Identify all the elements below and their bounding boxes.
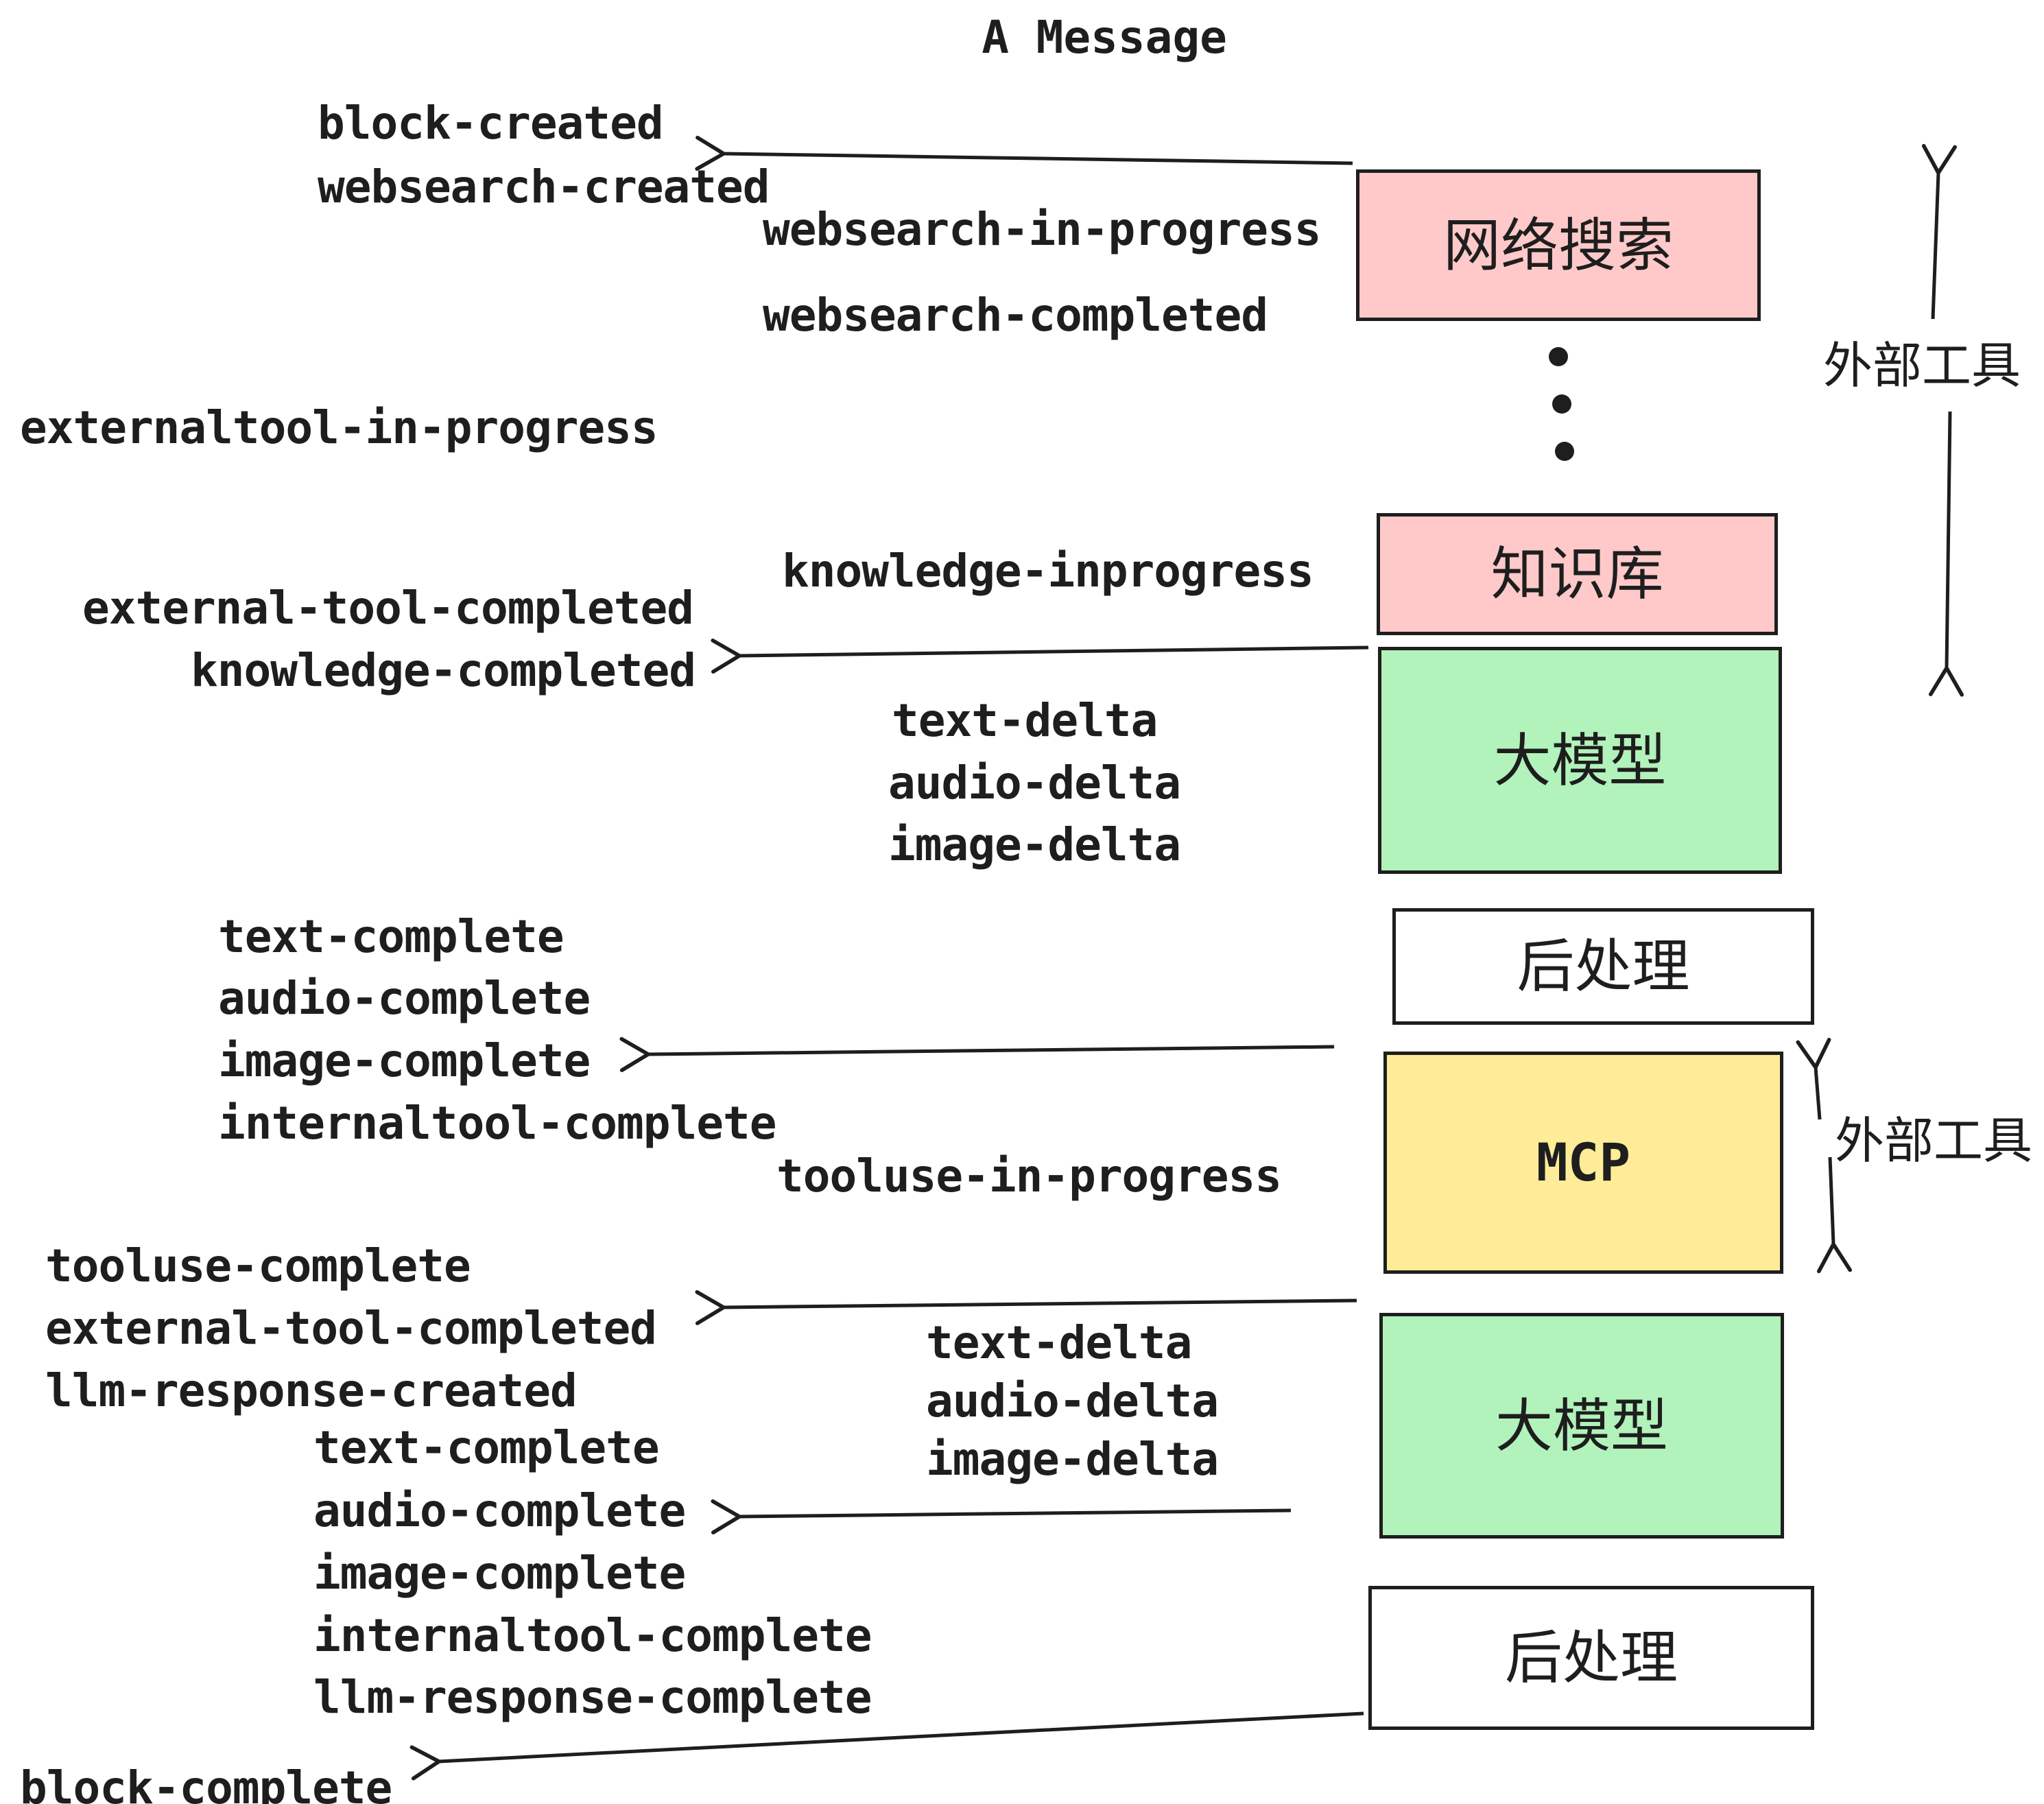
event-internaltool-complete: internaltool-complete — [218, 1097, 776, 1150]
box-llm-1: 大模型 — [1378, 647, 1782, 874]
event-image-delta: image-delta — [888, 818, 1181, 871]
event-audio-complete: audio-complete — [218, 972, 591, 1025]
external-tools-label-top: 外部工具 — [1823, 337, 2021, 394]
event-audio-delta: audio-delta — [888, 757, 1181, 809]
event-block-created: block-created — [318, 97, 664, 150]
box-knowledge-label: 知识库 — [1490, 541, 1664, 608]
box-llm-2-label: 大模型 — [1495, 1392, 1668, 1460]
event-llm-response-created: llm-response-created — [45, 1364, 578, 1417]
event-text-complete-2: text-complete — [313, 1421, 660, 1474]
box-postprocess-2: 后处理 — [1368, 1586, 1814, 1730]
box-mcp-label: MCP — [1536, 1132, 1631, 1193]
box-websearch-label: 网络搜索 — [1442, 211, 1674, 279]
event-knowledge-inprogress: knowledge-inprogress — [782, 545, 1314, 597]
box-knowledge: 知识库 — [1377, 513, 1778, 635]
event-websearch-in-progress: websearch-in-progress — [763, 203, 1321, 256]
event-external-tool-completed-2: external-tool-completed — [45, 1302, 657, 1355]
box-postprocess-2-label: 后处理 — [1504, 1624, 1678, 1692]
event-text-delta: text-delta — [892, 694, 1158, 747]
ellipsis-dots — [1549, 347, 1574, 461]
event-websearch-created: websearch-created — [318, 161, 770, 213]
event-websearch-completed: websearch-completed — [763, 289, 1268, 342]
mcp-external-up-arrow — [1796, 1038, 1831, 1120]
event-audio-complete-2: audio-complete — [313, 1484, 686, 1537]
event-externaltool-in-progress: externaltool-in-progress — [20, 401, 658, 454]
event-text-complete: text-complete — [218, 910, 565, 963]
diagram-title: A Message — [982, 11, 1227, 64]
external-tools-label-mcp: 外部工具 — [1835, 1112, 2033, 1170]
event-text-delta-2: text-delta — [926, 1316, 1192, 1369]
event-llm-response-complete: llm-response-complete — [313, 1671, 872, 1724]
event-block-complete: block-complete — [20, 1761, 392, 1804]
arrow-to-image-complete — [619, 1036, 1335, 1072]
arrow-to-knowledge-completed — [711, 638, 1369, 674]
event-image-delta-2: image-delta — [926, 1433, 1219, 1486]
event-audio-delta-2: audio-delta — [926, 1375, 1219, 1427]
mcp-external-down-arrow — [1816, 1156, 1853, 1274]
external-tools-up-arrow — [1921, 143, 1957, 320]
box-llm-2: 大模型 — [1379, 1313, 1784, 1539]
arrow-to-tooluse-complete — [695, 1290, 1357, 1325]
event-external-tool-completed: external-tool-completed — [82, 582, 694, 634]
box-postprocess-1: 后处理 — [1392, 908, 1814, 1025]
event-image-complete-2: image-complete — [313, 1547, 686, 1600]
box-postprocess-1-label: 后处理 — [1517, 933, 1690, 1000]
event-knowledge-completed: knowledge-completed — [191, 644, 696, 697]
event-tooluse-in-progress: tooluse-in-progress — [776, 1150, 1282, 1202]
event-image-complete: image-complete — [218, 1034, 591, 1087]
arrow-to-audio-complete — [711, 1499, 1292, 1534]
event-tooluse-complete: tooluse-complete — [45, 1239, 471, 1292]
external-tools-down-arrow — [1928, 411, 1964, 697]
arrow-to-websearch-created — [695, 135, 1353, 171]
box-mcp: MCP — [1383, 1052, 1783, 1274]
event-internaltool-complete-2: internaltool-complete — [313, 1609, 872, 1662]
box-websearch: 网络搜索 — [1356, 169, 1761, 321]
box-llm-1-label: 大模型 — [1493, 726, 1667, 794]
